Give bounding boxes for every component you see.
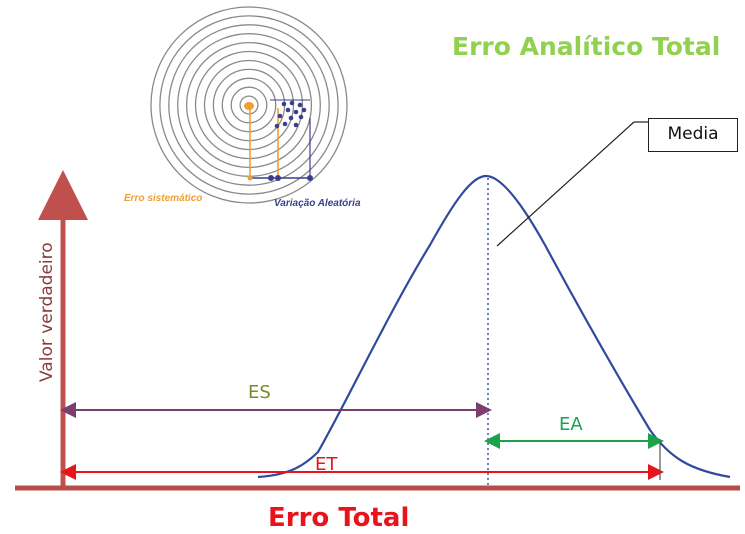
- media-pointer-line: [496, 121, 635, 247]
- es-label: ES: [248, 382, 271, 403]
- systematic-error-label: Erro sistemático: [124, 193, 203, 204]
- target-ring: [159, 15, 339, 195]
- page-title: Erro Analítico Total: [452, 32, 721, 61]
- target-center-dot: [244, 102, 254, 110]
- baseline-dot-4: [247, 175, 253, 181]
- target-ring: [239, 95, 259, 115]
- random-variation-label: Variação Aleatória: [274, 198, 361, 209]
- target-markings: [244, 99, 313, 181]
- target-ring: [194, 50, 304, 160]
- target-ring: [230, 86, 268, 124]
- baseline-dot-1: [268, 175, 274, 181]
- target-ring: [168, 24, 330, 186]
- target-ring: [185, 41, 313, 169]
- target-ring: [203, 59, 295, 151]
- bottom-title: Erro Total: [268, 503, 410, 533]
- media-label-box: Media: [648, 118, 738, 152]
- distribution-curve: [257, 174, 731, 479]
- target-ring: [150, 6, 348, 204]
- et-label: ET: [315, 454, 338, 475]
- shot-cluster: [274, 100, 307, 129]
- ea-label: EA: [559, 414, 583, 435]
- target-ring: [221, 77, 277, 133]
- baseline-dot-2: [275, 175, 281, 181]
- baseline-dot-3: [307, 175, 313, 181]
- y-axis-label: Valor verdadeiro: [37, 242, 57, 382]
